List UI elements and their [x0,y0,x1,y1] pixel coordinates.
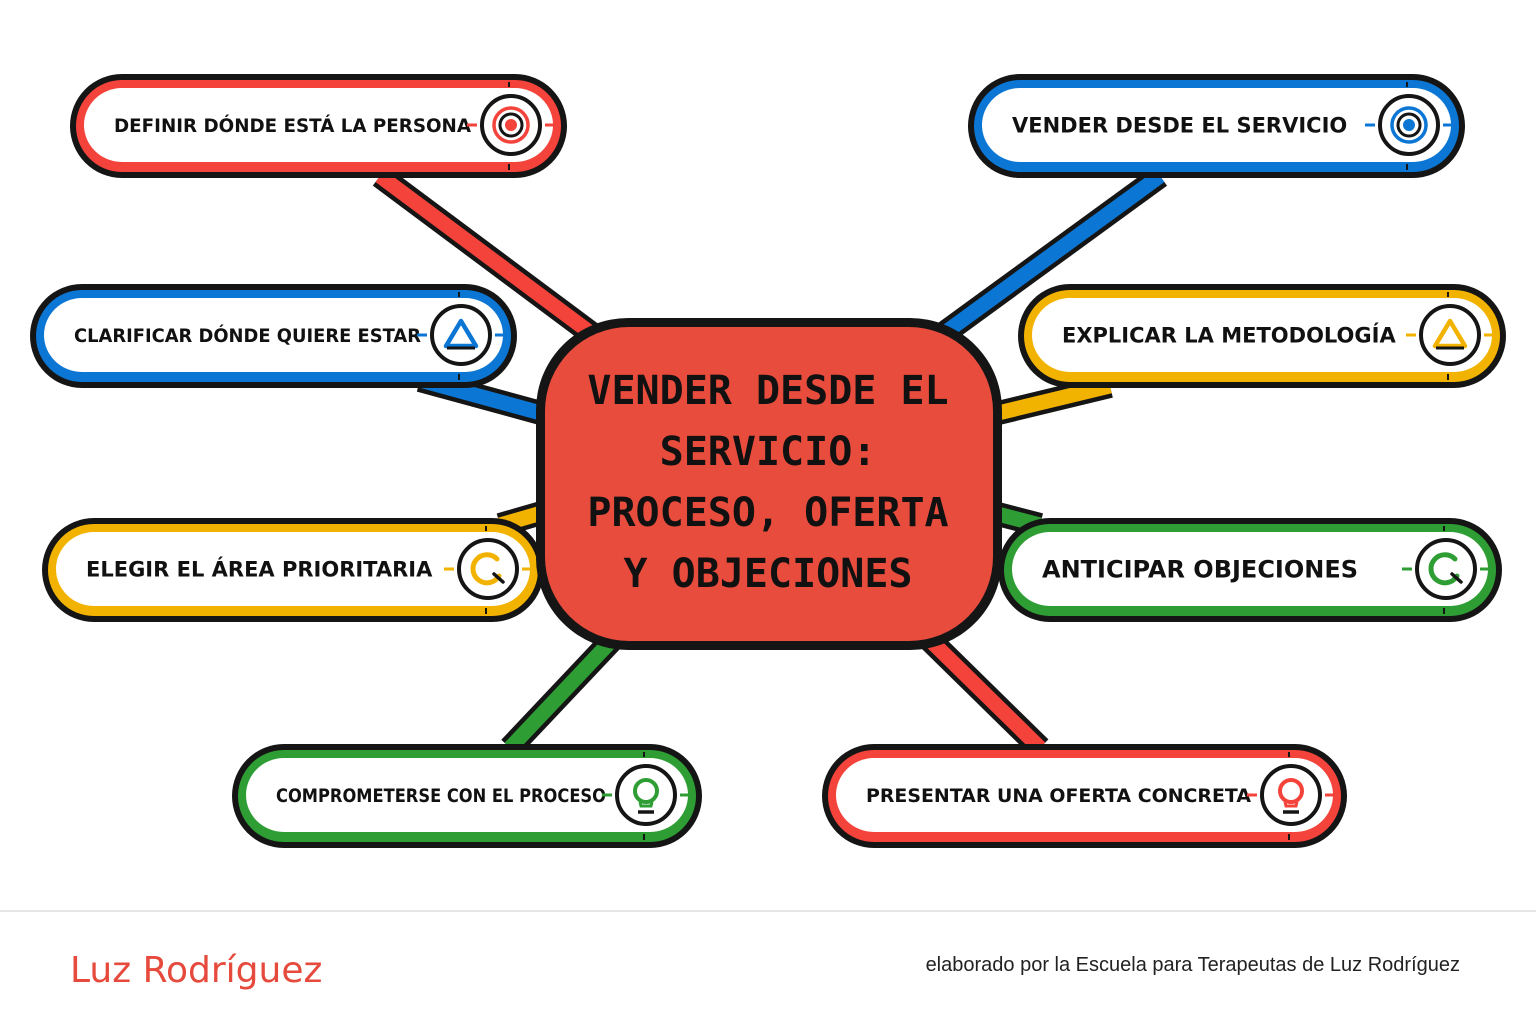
center-node: VENDER DESDE EL SERVICIO: PROCESO, OFERTA Y… [536,318,1002,650]
target-icon [467,94,553,156]
node-presentar: PRESENTAR UNA OFERTA CONCRETA [822,744,1347,848]
node-anticipar: ANTICIPAR OBJECIONES [998,518,1502,622]
connector-comprometerse [501,631,621,757]
node-label-explicar: EXPLICAR LA METODOLOGÍA [1062,323,1396,348]
node-clarificar: CLARIFICAR DÓNDE QUIERE ESTAR [30,284,517,388]
triangle-icon [417,304,503,366]
footer-credit: elaborado por la Escuela para Terapeutas… [925,954,1460,976]
magnifier-icon [444,538,530,600]
connector-vender [927,166,1168,350]
center-title-line: SERVICIO: [660,429,877,475]
footer-author: Luz Rodríguez [70,950,323,991]
node-label-anticipar: ANTICIPAR OBJECIONES [1042,556,1358,584]
lightbulb-icon [602,764,688,826]
center-title-line: Y OBJECIONES [624,551,913,597]
connector-explicar [987,374,1113,427]
connector-presentar [921,631,1049,757]
triangle-icon [1406,304,1492,366]
footer-divider [0,910,1536,912]
node-label-presentar: PRESENTAR UNA OFERTA CONCRETA [866,785,1251,807]
node-elegir: ELEGIR EL ÁREA PRIORITARIA [42,518,544,622]
node-label-vender: VENDER DESDE EL SERVICIO [1012,114,1347,138]
node-explicar: EXPLICAR LA METODOLOGÍA [1018,284,1506,388]
node-comprometerse: COMPROMETERSE CON EL PROCESO [232,744,702,848]
center-title-line: VENDER DESDE EL [587,368,948,414]
connector-definir [372,166,608,350]
node-label-definir: DEFINIR DÓNDE ESTÁ LA PERSONA [114,113,471,137]
node-vender: VENDER DESDE EL SERVICIO [968,74,1465,178]
node-label-clarificar: CLARIFICAR DÓNDE QUIERE ESTAR [74,323,421,347]
center-title-line: PROCESO, OFERTA [587,490,948,536]
lightbulb-icon [1247,764,1333,826]
node-label-comprometerse: COMPROMETERSE CON EL PROCESO [276,785,606,807]
target-icon [1365,94,1451,156]
center-fill [545,327,993,641]
magnifier-icon [1402,538,1488,600]
nodes: DEFINIR DÓNDE ESTÁ LA PERSONA CLARIFICAR … [30,74,1506,848]
node-label-elegir: ELEGIR EL ÁREA PRIORITARIA [86,557,433,582]
node-definir: DEFINIR DÓNDE ESTÁ LA PERSONA [70,74,567,178]
